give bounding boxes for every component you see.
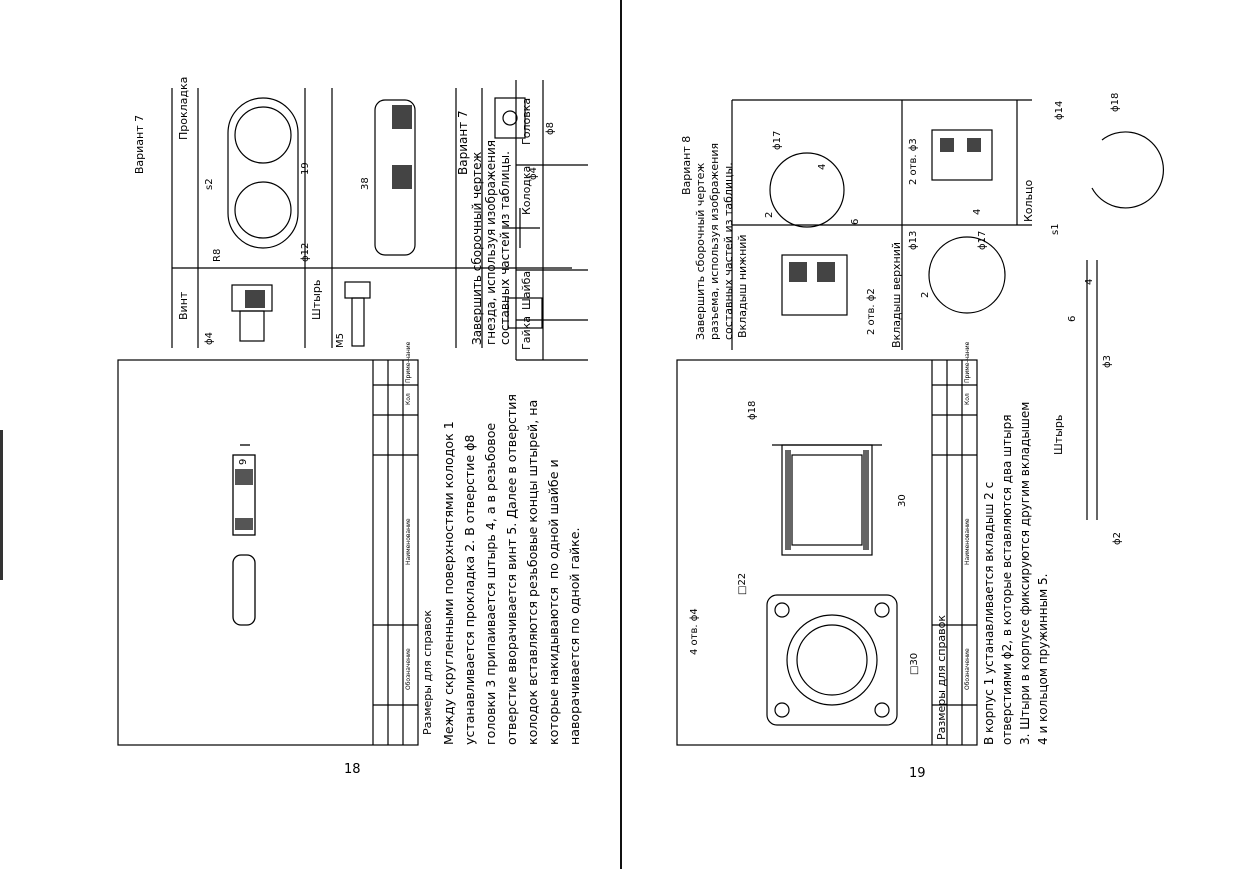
right-table-col-note: Приме-чание [964,341,971,383]
right-description-line-2: отверстиями ϕ2, в которые вставляются дв… [1000,414,1014,745]
dim-9: 9 [238,458,249,465]
label-vkladysh-nizhniy: Вкладыш нижний [736,234,749,338]
label-shtyr-right: Штырь [1052,414,1065,455]
dim-sq22: □22 [737,572,748,595]
dim-r8: R8 [212,248,223,262]
dim-19: 19 [300,162,311,175]
right-assembly-frame [676,359,978,746]
dim-s2: s2 [204,178,215,190]
table-col-designation: Обозначение [405,648,412,690]
dim-phi18: ϕ18 [1110,92,1121,112]
right-page: Вариант 8 Завершить сборочный чертеж раз… [622,0,1244,869]
right-task-line-2: разъема, используя изображения [708,142,721,340]
dim-m5: M5 [335,333,346,348]
dim-6-a: 6 [850,218,861,225]
right-description-line-3: 3. Штыри в корпусе фиксируются другим вк… [1018,401,1032,745]
dim-phi3: ϕ3 [1102,355,1113,368]
right-table-col-designation: Обозначение [964,648,971,690]
dim-phi17-b: ϕ17 [977,230,988,250]
dim-phi2: ϕ2 [1112,532,1123,545]
left-variant-heading: Вариант 7 [133,115,146,174]
description-line-3: головки 3 припаивается штырь 4, а в резь… [483,422,498,745]
right-table-col-qty: Кол [964,393,971,405]
right-parts-drawings [731,99,1165,520]
right-description-line-1: В корпус 1 устанавливается вкладыш 2 с [982,481,996,745]
right-table-col-name: Наименование [964,518,971,565]
right-task-line-3: составных частей из таблицы. [722,162,735,340]
dim-4-holes-phi4: 4 отв. ϕ4 [689,608,700,655]
dim-phi18-b: ϕ18 [747,400,758,420]
left-variant-heading-text: Вариант 7 [133,114,147,175]
dim-phi14: ϕ14 [1054,100,1065,120]
dim-phi17-a: ϕ17 [772,130,783,150]
dim-38: 38 [360,177,371,190]
right-sizes-label: Размеры для справок [935,614,948,740]
dim-phi8: ϕ8 [545,122,556,135]
dim-4-c: 4 [1084,278,1095,285]
dim-4-b: 4 [972,208,983,215]
table-col-name: Наименование [405,518,412,565]
description-line-7: наворачивается по одной гайке. [567,527,582,745]
table-col-qty: Кол [405,393,412,405]
description-line-6: которые накидываются по одной шайбе и [546,459,561,745]
sizes-label: Размеры для справок [421,609,434,735]
scan-artifact [0,430,3,580]
left-rotated-content: Вариант 7 Завершить сборочный чертеж гне… [117,80,588,746]
dim-golovka-phi4: ϕ4 [528,167,539,180]
right-task-line-1: Завершить сборочный чертеж [694,162,707,340]
parts-table-frame [515,80,588,361]
assembly-frame [117,359,419,746]
label-shtyr: Штырь [310,279,323,320]
dim-phi12: ϕ12 [300,242,311,262]
description-line-1: Между скругленными поверхностями колодок… [441,421,456,745]
label-koltso: Кольцо [1022,179,1035,222]
label-vkladysh-verkhniy: Вкладыш верхний [890,241,903,348]
dim-2-holes-phi3: 2 отв. ϕ3 [908,138,919,185]
right-description-line-4: 4 и кольцом пружинным 5. [1036,573,1050,745]
right-rotated-assembly: Размеры для справок Обозначение Наименов… [676,342,978,746]
dim-2-b: 2 [920,291,931,298]
dim-30: 30 [897,494,908,507]
description-line-4: отверстие вворачивается винт 5. Далее в … [504,394,519,745]
left-page: Вариант 7 Завершить сборочный чертеж гне… [0,76,588,777]
book-spine [620,0,623,869]
dim-2-holes-phi2: 2 отв. ϕ2 [866,288,877,335]
description-line-2: устанавливается прокладка 2. В отверстие… [462,434,477,746]
dim-sq30: □30 [909,652,920,675]
dim-s1: s1 [1050,223,1061,235]
page-number-18: 18 [344,762,361,777]
page-number-19: 19 [909,766,926,781]
dim-4-a: 4 [817,163,828,170]
right-variant-title: Вариант 8 [680,135,693,195]
dim-phi13: ϕ13 [908,230,919,250]
description-line-5: колодок вставляются резьбовые концы штыр… [525,399,540,745]
left-parts-drawings [171,88,572,348]
dim-vint-phi4: ϕ4 [204,332,215,345]
label-prokladka: Прокладка [177,76,190,140]
label-vint: Винт [177,291,190,320]
dim-6-c: 6 [1067,315,1078,322]
dim-2-a: 2 [764,211,775,218]
